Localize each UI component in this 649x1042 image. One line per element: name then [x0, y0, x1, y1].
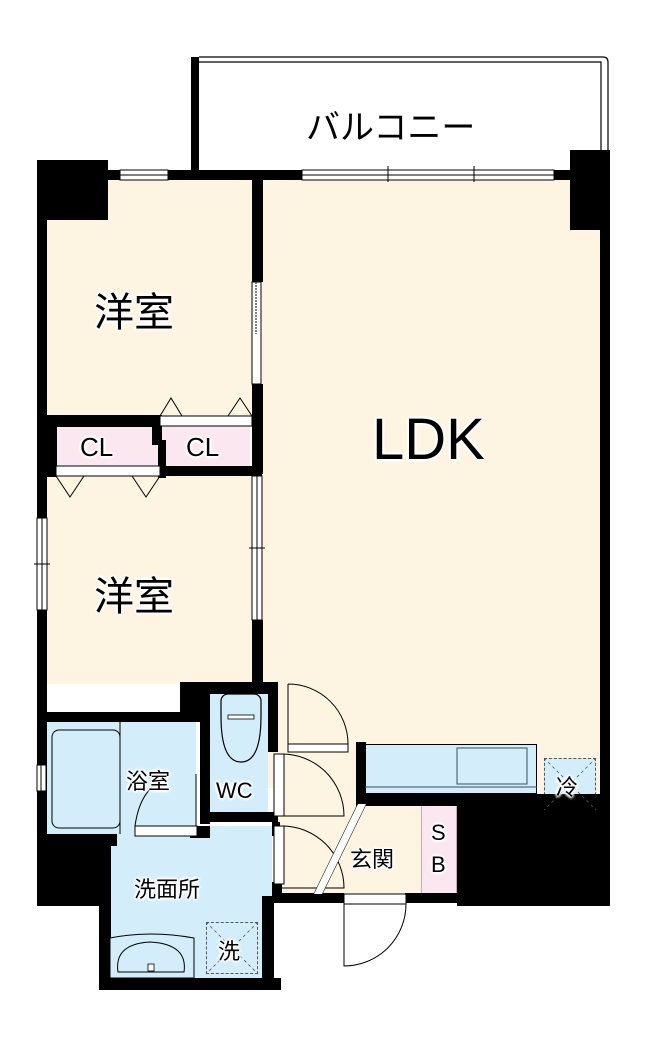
closet-2-floor — [162, 426, 250, 466]
wall-washroom-left — [99, 834, 111, 990]
closet-1-label: CL — [80, 432, 114, 462]
wall-closet-bottom — [160, 466, 262, 476]
toilet-label: WC — [216, 778, 253, 803]
entrance-floor — [330, 804, 422, 894]
wall-right — [600, 150, 610, 906]
wall-wc-right — [268, 682, 278, 752]
wall-wc-left — [200, 712, 210, 824]
wall-washroom-bottom — [99, 978, 281, 990]
western-room-1-label: 洋室 — [94, 290, 174, 336]
ldk-floor — [262, 178, 602, 738]
western-room-2-floor — [46, 476, 252, 684]
western-room-2-label: 洋室 — [94, 574, 174, 620]
kitchen-counter — [365, 744, 537, 794]
bathroom-label: 浴室 — [126, 770, 171, 795]
wall-wc-bottom — [200, 812, 278, 822]
wall-fridge-bottom — [540, 814, 610, 906]
wall-kitchen-left — [356, 742, 366, 806]
wall-top-west — [108, 170, 120, 180]
wall-west2-bottom — [37, 712, 209, 722]
wall-top-ldk-right — [554, 170, 574, 180]
shoe-box-label-s: S — [431, 820, 446, 845]
wall-column-top-left — [37, 160, 108, 220]
wall-hall-left — [272, 882, 282, 898]
wall-closet-left — [37, 415, 57, 477]
shoe-box-label-b: B — [431, 852, 446, 877]
closet-2-label: CL — [186, 432, 220, 462]
wall-partition-west-ldk — [252, 170, 263, 282]
closet-1-floor — [56, 426, 158, 466]
wall-entrance-bottom — [272, 893, 344, 903]
wall-balcony-left — [191, 57, 199, 180]
refrigerator-icon: 冷 — [556, 776, 579, 801]
wall-washroom-right — [262, 896, 274, 990]
washing-machine-icon: 洗 — [218, 940, 241, 965]
wall-partition-west-ldk-3 — [252, 620, 263, 692]
balcony-label: バルコニー — [306, 108, 476, 148]
wall-column-bottom-left — [37, 834, 109, 906]
wall-closet-top — [37, 415, 162, 427]
washroom-label: 洗面所 — [134, 878, 201, 903]
wall-closet-mid-2 — [158, 440, 166, 478]
ldk-label: LDK — [372, 407, 485, 472]
wall-partition-west-ldk-2 — [252, 384, 263, 474]
entrance-label: 玄関 — [350, 848, 395, 873]
wall-closet-mid — [152, 415, 162, 445]
wall-top-west-2 — [168, 170, 308, 180]
